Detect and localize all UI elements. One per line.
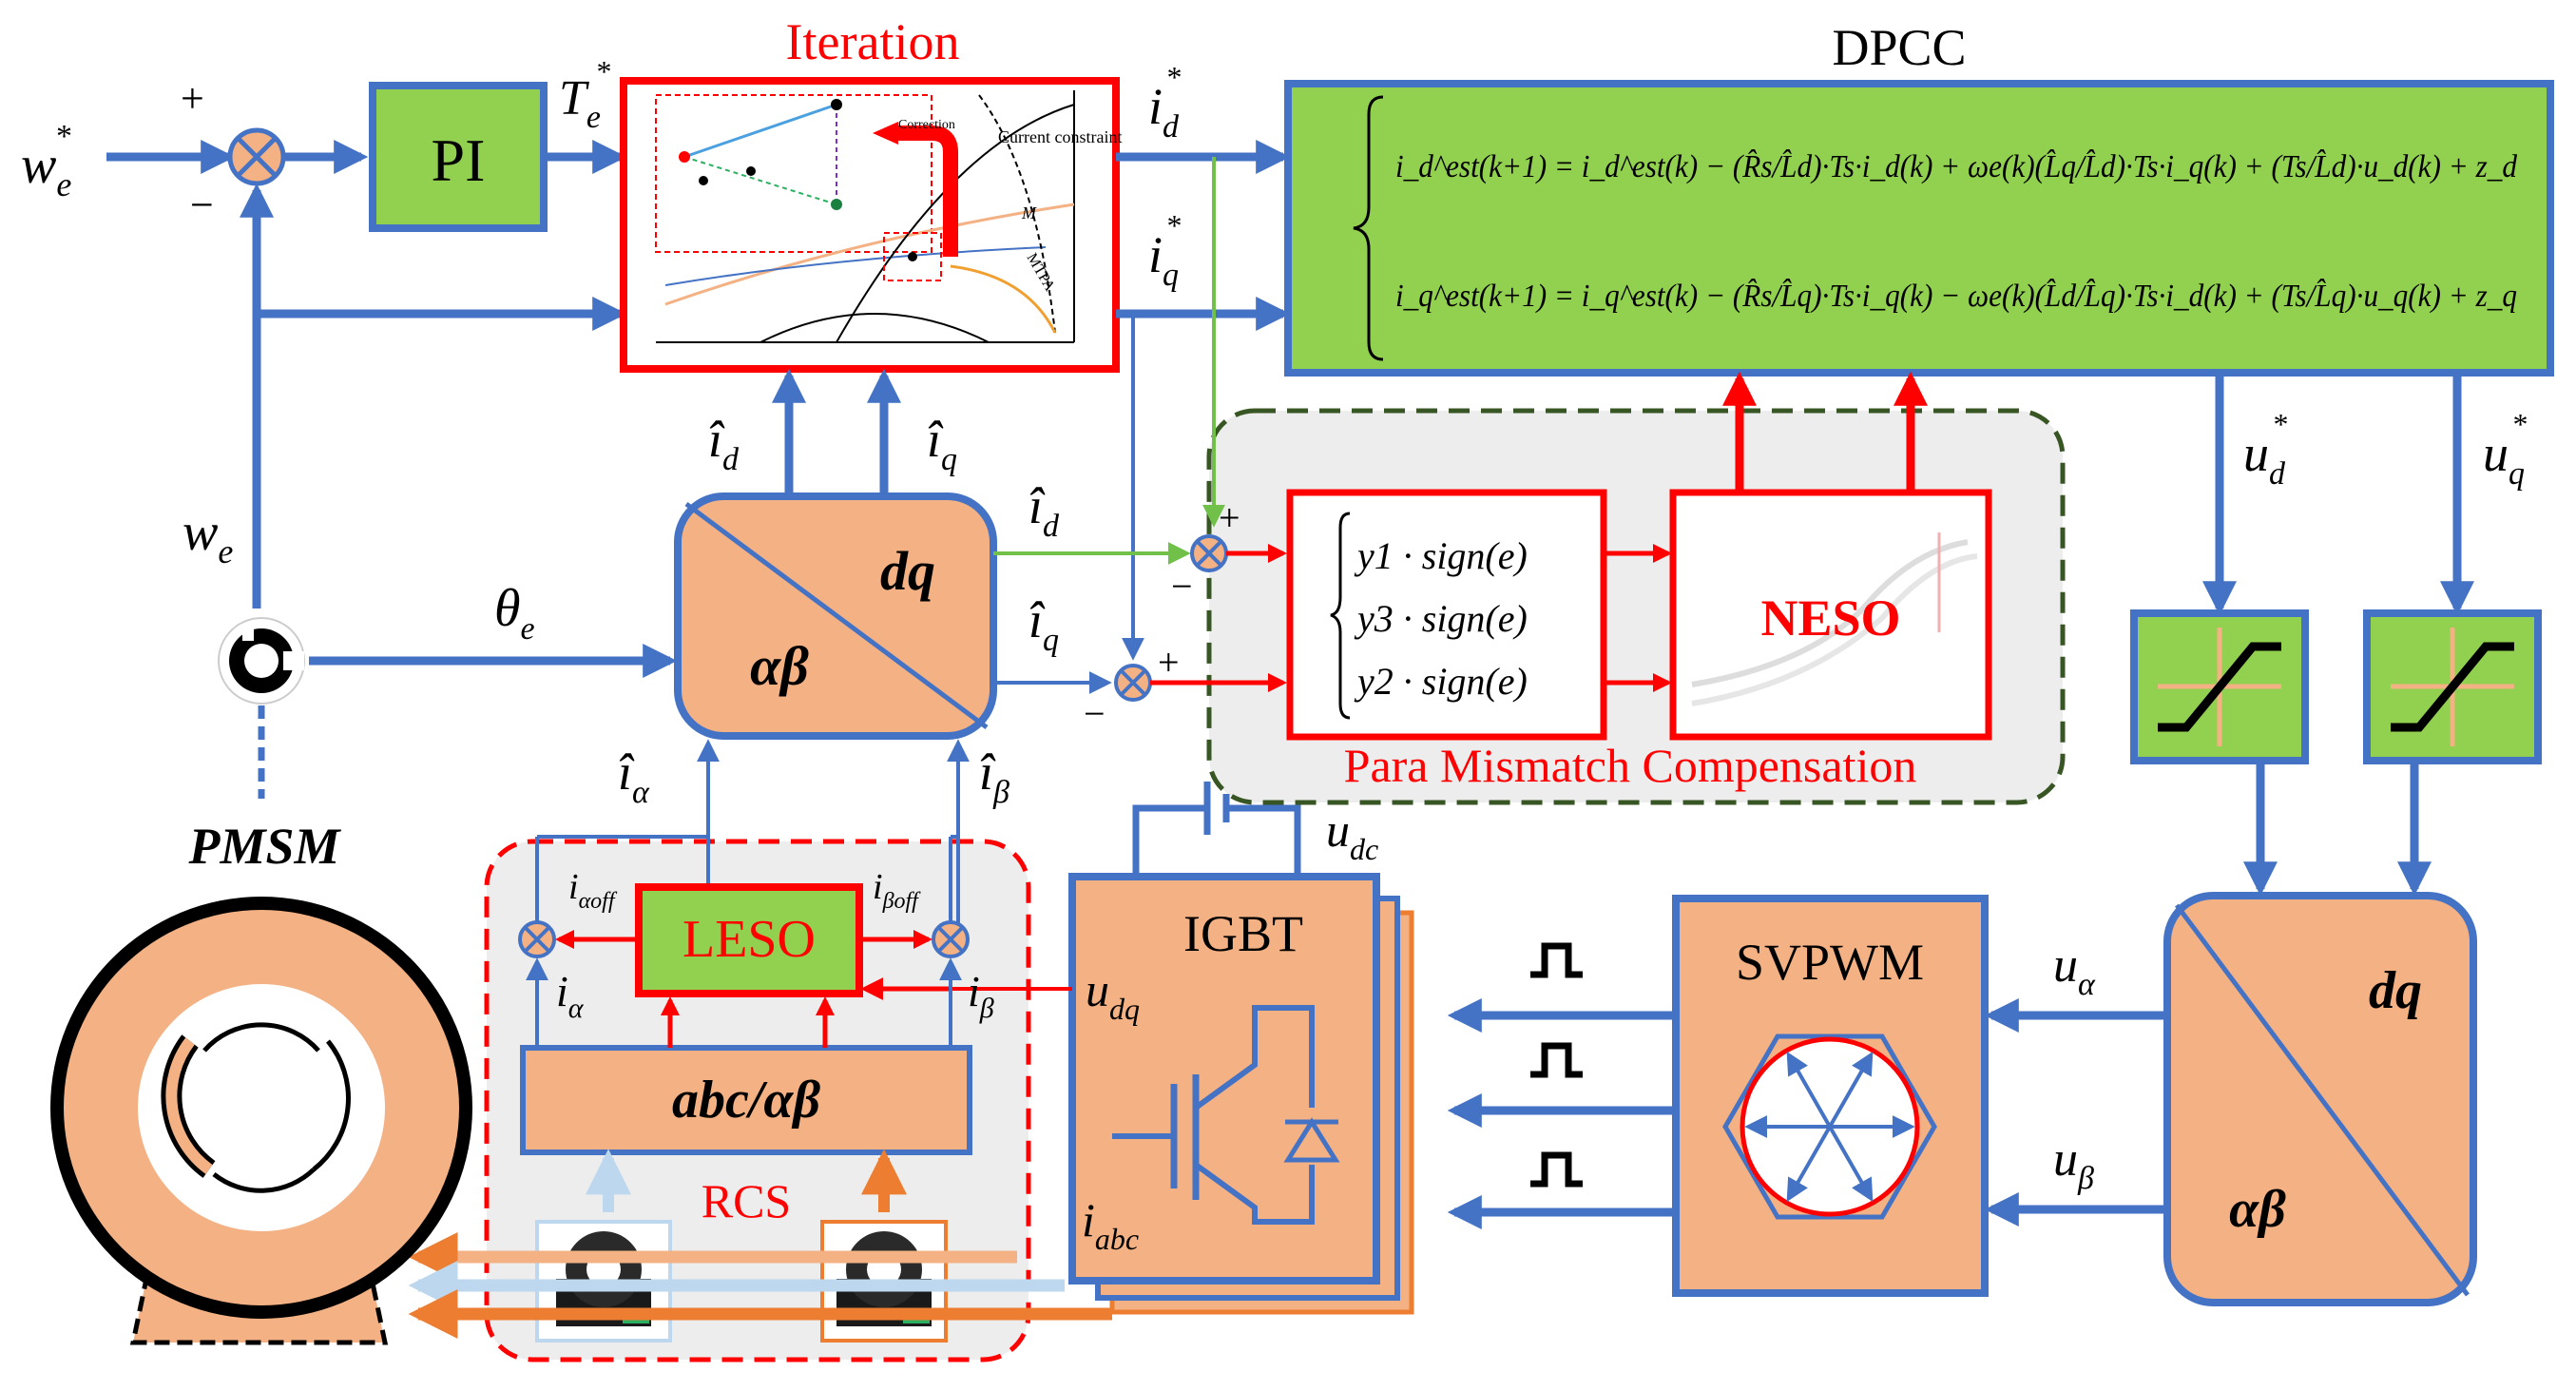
- pmsm-motor-icon: [50, 897, 472, 1345]
- we-label: we: [183, 503, 233, 570]
- svg-text:Correction: Correction: [898, 118, 955, 132]
- pulse-icon-2: [1530, 1042, 1583, 1078]
- svg-text:y1 · sign(e): y1 · sign(e): [1354, 534, 1528, 577]
- u-dc-label: udc: [1326, 803, 1378, 866]
- pmsm-label: PMSM: [187, 818, 341, 875]
- dpcc-block: [1284, 80, 2554, 377]
- dpcc-equation-2: i_q^est(k+1) = i_q^est(k) − (R̂s/L̂q)·Ts…: [1395, 278, 2517, 314]
- id-hat-label-right: îd: [1028, 477, 1060, 544]
- theta-label: θe: [494, 579, 535, 647]
- park-block: dq αβ: [674, 493, 997, 740]
- dc-link-wire: [1132, 804, 1301, 877]
- neso-block: NESO: [1669, 489, 1992, 741]
- abc-alphabeta-label: abc/αβ: [672, 1071, 820, 1130]
- u-dq-label: udq: [1086, 963, 1140, 1026]
- para-comp-label: Para Mismatch Compensation: [1344, 739, 1917, 792]
- iteration-title: Iteration: [786, 13, 960, 70]
- svg-text:M: M: [1021, 203, 1037, 222]
- igbt-block: IGBT: [1068, 873, 1414, 1315]
- ibeta-hat-label: îβ: [979, 744, 1009, 810]
- sign-function-block: y1 · sign(e) y3 · sign(e) y2 · sign(e): [1286, 489, 1607, 741]
- i-beta-off-label: iβoff: [873, 867, 921, 914]
- alpha-comp-junction: [518, 920, 556, 958]
- pulse-icon-1: [1530, 942, 1583, 978]
- we-ref-label: we*: [21, 119, 71, 203]
- uq-ref-label: uq*: [2483, 407, 2527, 492]
- encoder-icon: [218, 617, 305, 705]
- svg-text:dq: dq: [2369, 961, 2422, 1020]
- id-ref-label: id*: [1148, 60, 1181, 145]
- iq-err-minus: −: [1084, 692, 1105, 735]
- svg-text:IGBT: IGBT: [1183, 905, 1303, 962]
- i-alpha-off-label: iαoff: [568, 867, 618, 914]
- ud-limiter-block: [2130, 609, 2309, 764]
- id-hat-label-up: îd: [708, 411, 740, 477]
- rcs-label: RCS: [702, 1174, 792, 1227]
- pi-block: [369, 82, 548, 232]
- u-alpha-label: uα: [2053, 938, 2096, 1002]
- i-beta-label: iβ: [968, 967, 994, 1024]
- dpcc-title: DPCC: [1832, 19, 1966, 76]
- iq-hat-label-up: îq: [927, 411, 957, 477]
- inverse-park-block: dq αβ: [2163, 892, 2477, 1306]
- iq-hat-label-right: îq: [1028, 591, 1059, 658]
- iteration-block: [620, 77, 1120, 373]
- beta-comp-junction: [932, 920, 970, 958]
- id-error-junction: [1190, 534, 1228, 572]
- uq-limiter-block: [2363, 609, 2542, 764]
- pi-label: PI: [432, 126, 486, 194]
- iq-err-plus: +: [1158, 641, 1180, 684]
- i-abc-label: iabc: [1082, 1193, 1139, 1256]
- i-alpha-label: iα: [556, 967, 585, 1024]
- speed-sum-junction: [227, 127, 286, 186]
- ialpha-hat-label: îα: [618, 744, 650, 810]
- svg-text:Current constraint: Current constraint: [998, 127, 1122, 146]
- dpcc-brace: [1353, 95, 1384, 361]
- te-ref-label: Te*: [559, 54, 610, 135]
- id-err-plus: +: [1219, 496, 1240, 539]
- svg-text:dq: dq: [880, 540, 935, 602]
- pulse-icon-3: [1530, 1151, 1583, 1188]
- sum1-minus: −: [190, 182, 214, 228]
- svg-text:NESO: NESO: [1760, 589, 1900, 647]
- svg-text:y3 · sign(e): y3 · sign(e): [1354, 597, 1528, 640]
- svpwm-block: SVPWM: [1672, 895, 1989, 1297]
- iq-ref-label: iq*: [1148, 208, 1181, 293]
- svg-text:SVPWM: SVPWM: [1736, 934, 1924, 991]
- ud-ref-label: ud*: [2243, 407, 2287, 492]
- sum1-plus: +: [181, 75, 204, 122]
- leso-label: LESO: [682, 910, 816, 969]
- svg-text:y2 · sign(e): y2 · sign(e): [1354, 660, 1528, 703]
- u-beta-label: uβ: [2053, 1132, 2094, 1196]
- svg-text:αβ: αβ: [2229, 1180, 2286, 1239]
- iq-error-junction: [1114, 664, 1152, 702]
- id-err-minus: −: [1171, 565, 1193, 608]
- dpcc-equation-1: i_d^est(k+1) = i_d^est(k) − (R̂s/L̂d)·Ts…: [1395, 148, 2518, 184]
- svg-text:αβ: αβ: [750, 635, 809, 697]
- abc-alphabeta-block: [520, 1045, 972, 1155]
